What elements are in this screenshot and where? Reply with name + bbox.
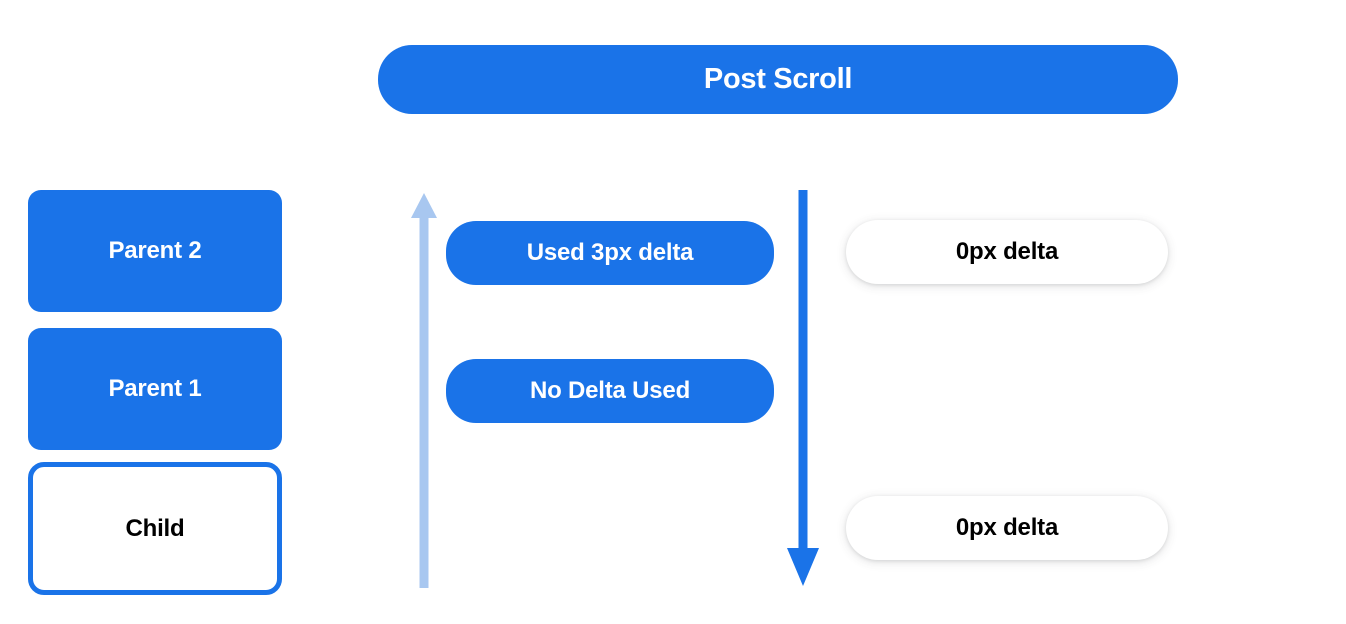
pill-used-3px-delta: Used 3px delta xyxy=(446,221,774,285)
box-parent-2: Parent 2 xyxy=(28,190,282,312)
box-parent-1-label: Parent 1 xyxy=(108,375,202,402)
box-parent-1: Parent 1 xyxy=(28,328,282,450)
pill-zero-delta-top: 0px delta xyxy=(846,220,1168,284)
box-child-label: Child xyxy=(125,514,185,542)
pill-no-delta-used: No Delta Used xyxy=(446,359,774,423)
scroll-chain-up-arrow-icon xyxy=(411,193,437,588)
post-scroll-banner: Post Scroll xyxy=(378,45,1178,114)
pill-zero-delta-bottom-label: 0px delta xyxy=(955,514,1059,541)
pill-zero-delta-top-label: 0px delta xyxy=(955,238,1059,265)
box-child: Child xyxy=(28,462,282,595)
pill-no-delta-used-label: No Delta Used xyxy=(529,377,691,404)
box-parent-2-label: Parent 2 xyxy=(108,237,202,264)
pill-used-3px-delta-label: Used 3px delta xyxy=(526,239,694,266)
scroll-dispatch-down-arrow-icon xyxy=(787,190,819,586)
page-title: Post Scroll xyxy=(703,63,853,95)
pill-zero-delta-bottom: 0px delta xyxy=(846,496,1168,560)
